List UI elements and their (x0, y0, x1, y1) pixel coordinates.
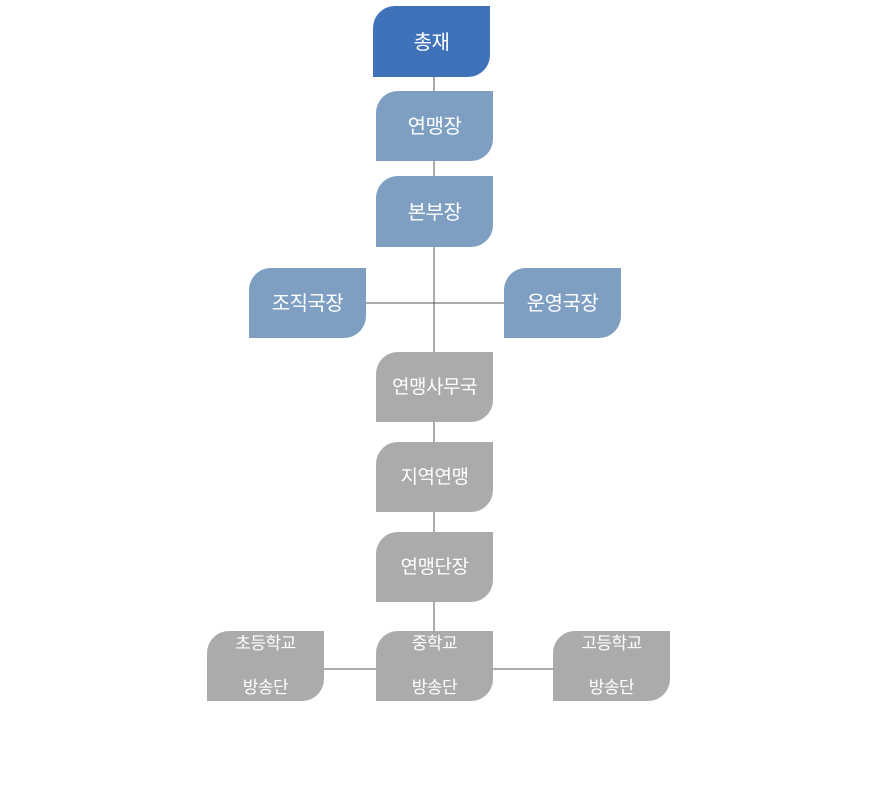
node-regional-league-label: 지역연맹 (400, 465, 469, 488)
node-hq-director-label: 본부장 (407, 199, 462, 224)
node-middle-broadcast: 중학교 방송단 (376, 631, 493, 701)
node-league-leader: 연맹단장 (376, 532, 493, 602)
node-high-line1: 고등학교 (581, 633, 642, 654)
node-hq-director: 본부장 (376, 176, 493, 247)
node-high-line2: 방송단 (588, 678, 635, 699)
node-elementary-line2: 방송단 (242, 678, 289, 699)
node-middle-line2: 방송단 (411, 678, 458, 699)
node-high-broadcast: 고등학교 방송단 (553, 631, 670, 701)
node-league-president: 연맹장 (376, 91, 493, 161)
node-league-leader-label: 연맹단장 (400, 555, 469, 578)
node-ops-director-label: 운영국장 (526, 291, 599, 315)
node-org-director: 조직국장 (249, 268, 366, 338)
node-chairman-label: 총재 (413, 29, 450, 54)
node-secretariat: 연맹사무국 (376, 352, 493, 422)
node-elementary-broadcast: 초등학교 방송단 (207, 631, 324, 701)
node-chairman: 총재 (373, 6, 490, 77)
node-league-president-label: 연맹장 (407, 114, 462, 138)
node-org-director-label: 조직국장 (271, 291, 344, 315)
node-elementary-line1: 초등학교 (235, 633, 296, 654)
node-ops-director: 운영국장 (504, 268, 621, 338)
node-regional-league: 지역연맹 (376, 442, 493, 512)
node-secretariat-label: 연맹사무국 (392, 375, 477, 398)
node-middle-line1: 중학교 (411, 633, 458, 654)
